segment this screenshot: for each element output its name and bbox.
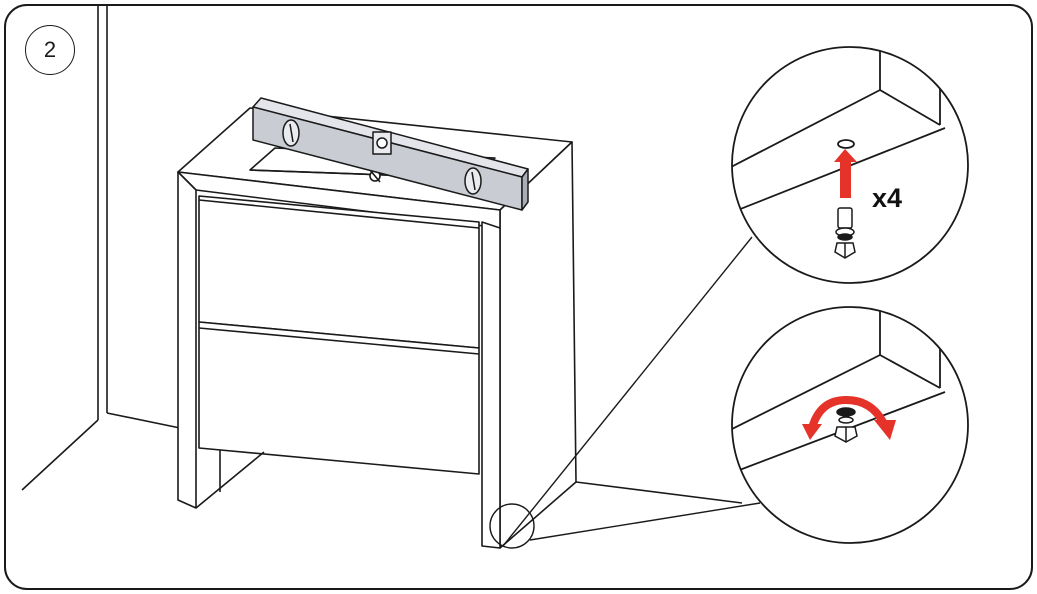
quantity-label: x4 xyxy=(872,183,903,213)
vanity-cabinet xyxy=(177,107,577,549)
step-number-badge: 2 xyxy=(25,25,75,75)
room-walls xyxy=(21,5,743,504)
step-number: 2 xyxy=(43,37,57,62)
leveling-foot-icon xyxy=(834,407,858,443)
leveling-foot-icon xyxy=(834,207,856,259)
callout-connector xyxy=(489,236,761,549)
level-tool-icon xyxy=(252,97,529,211)
detail-top xyxy=(731,46,969,284)
rotate-arrows-icon xyxy=(802,395,896,440)
up-arrow-icon xyxy=(834,149,857,198)
frame-border xyxy=(4,4,1033,590)
detail-bottom xyxy=(731,306,969,544)
